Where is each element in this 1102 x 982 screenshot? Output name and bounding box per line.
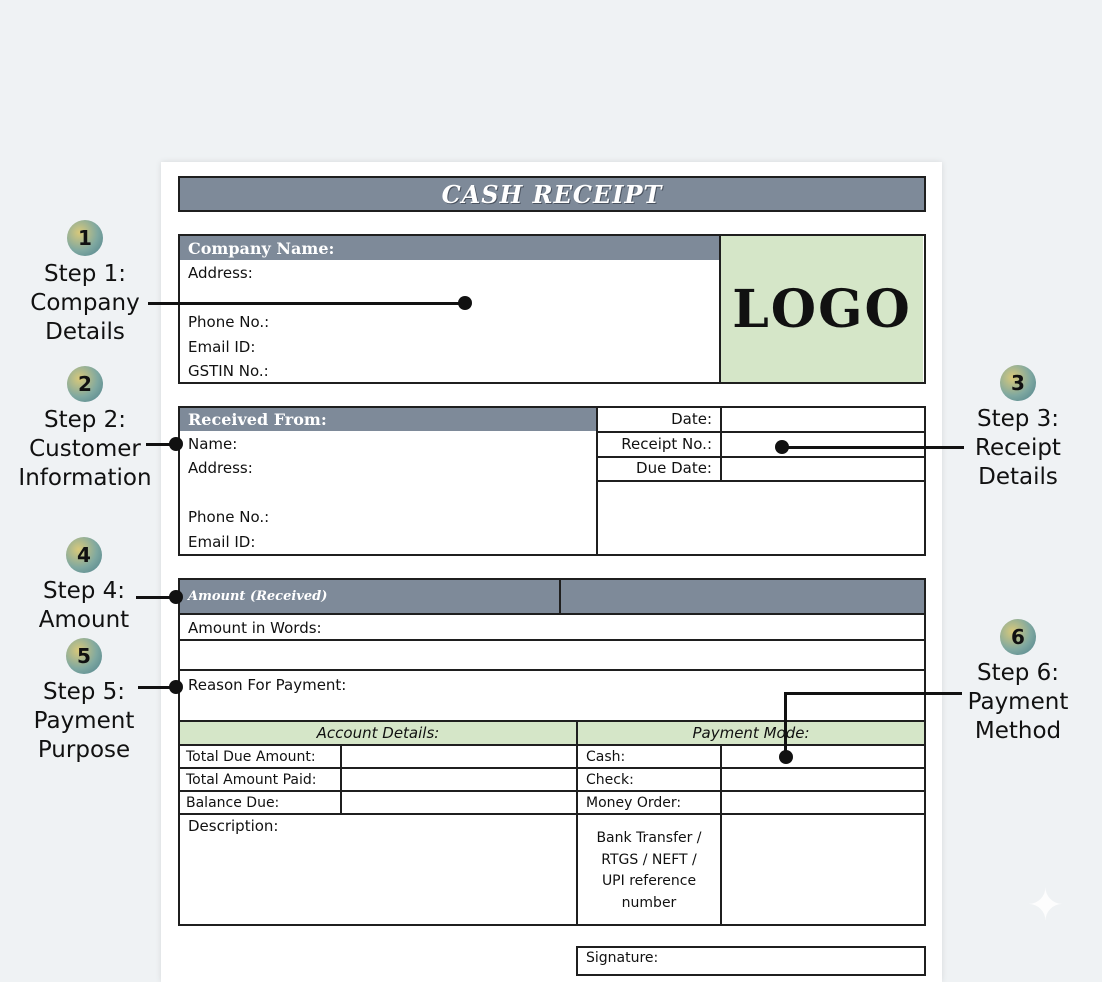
step-1-badge: 1 (67, 220, 103, 256)
step-2-connector (146, 443, 176, 446)
step-3-connector (782, 446, 964, 449)
bank-transfer-line-1: Bank Transfer / (596, 830, 702, 846)
receipt-details-rule-1 (598, 431, 924, 433)
company-phone-label: Phone No.: (188, 313, 270, 331)
payment-mode-header: Payment Mode: (578, 722, 924, 744)
account-column-divider (340, 744, 342, 813)
customer-phone-label: Phone No.: (188, 508, 270, 526)
step-1-line-2: Company (30, 290, 140, 316)
amount-in-words-label: Amount in Words: (188, 619, 322, 637)
logo-placeholder: LOGO (721, 236, 923, 382)
step-6-dot (779, 750, 793, 764)
step-4-callout: 4 Step 4: Amount (24, 537, 144, 635)
step-1-dot (458, 296, 472, 310)
step-6-line-2: Payment (967, 689, 1069, 715)
date-label: Date: (671, 410, 712, 428)
receipt-no-label: Receipt No.: (621, 435, 712, 453)
step-4-connector (136, 596, 176, 599)
bank-transfer-line-2: RTGS / NEFT / (601, 851, 697, 868)
company-email-label: Email ID: (188, 338, 256, 356)
customer-name-label: Name: (188, 435, 238, 453)
amount-rule-3 (180, 669, 924, 671)
step-3-line-3: Details (978, 464, 1058, 490)
account-payment-section (178, 720, 926, 926)
step-4-line-2: Amount (38, 607, 130, 633)
step-1-line-3: Details (45, 319, 125, 345)
step-4-line-1: Step 4: (42, 578, 126, 604)
step-5-callout: 5 Step 5: Payment Purpose (24, 638, 144, 765)
receipt-title: CASH RECEIPT (178, 176, 926, 212)
customer-email-label: Email ID: (188, 533, 256, 551)
money-order-label: Money Order: (586, 795, 682, 811)
balance-due-label: Balance Due: (186, 795, 280, 811)
account-payment-divider (576, 722, 578, 924)
step-2-badge: 2 (67, 366, 103, 402)
bank-transfer-line-3: UPI reference (601, 873, 697, 889)
step-6-line-1: Step 6: (976, 660, 1060, 686)
step-2-dot (169, 437, 183, 451)
step-6-badge: 6 (1000, 619, 1036, 655)
step-4-badge: 4 (66, 537, 102, 573)
cash-label: Cash: (586, 749, 626, 765)
amount-header-divider (559, 580, 561, 613)
customer-section (178, 406, 926, 556)
step-2-line-2: Customer (29, 436, 141, 462)
account-rule-2 (180, 767, 924, 769)
step-6-callout: 6 Step 6: Payment Method (958, 619, 1078, 746)
account-rule-3 (180, 790, 924, 792)
payment-column-divider (720, 744, 722, 924)
amount-received-header: Amount (Received) (180, 580, 924, 613)
step-6-line-3: Method (974, 718, 1062, 744)
description-label: Description: (188, 817, 279, 835)
step-3-dot (775, 440, 789, 454)
step-3-callout: 3 Step 3: Receipt Details (960, 365, 1076, 492)
step-4-dot (169, 590, 183, 604)
step-3-line-1: Step 3: (976, 406, 1060, 432)
step-1-line-1: Step 1: (43, 261, 127, 287)
step-5-connector (138, 686, 176, 689)
amount-rule-1 (180, 613, 924, 615)
step-6-connector-vertical (784, 692, 787, 756)
company-gstin-label: GSTIN No.: (188, 362, 269, 380)
signature-label: Signature: (586, 950, 659, 966)
step-5-line-2: Payment (33, 708, 135, 734)
check-label: Check: (586, 772, 634, 788)
step-2-line-3: Information (18, 465, 152, 491)
step-2-line-1: Step 2: (43, 407, 127, 433)
amount-rule-2 (180, 639, 924, 641)
receipt-details-rule-2 (598, 456, 924, 458)
step-2-callout: 2 Step 2: Customer Information (14, 366, 156, 493)
customer-divider (596, 408, 598, 554)
step-3-badge: 3 (1000, 365, 1036, 401)
step-1-callout: 1 Step 1: Company Details (20, 220, 150, 347)
step-5-badge: 5 (66, 638, 102, 674)
total-due-amount-label: Total Due Amount: (186, 749, 316, 765)
account-rule-4 (180, 813, 924, 815)
sparkle-icon: ✦ (1027, 880, 1064, 931)
total-amount-paid-label: Total Amount Paid: (186, 772, 317, 788)
company-address-label: Address: (188, 264, 253, 282)
step-5-dot (169, 680, 183, 694)
company-divider (719, 236, 721, 382)
step-6-connector (784, 692, 962, 695)
amount-received-label: Amount (Received) (188, 589, 328, 604)
step-5-line-3: Purpose (37, 737, 131, 763)
account-rule-1 (180, 744, 924, 746)
receipt-details-rule-3 (598, 480, 924, 482)
customer-address-label: Address: (188, 459, 253, 477)
company-name-header: Company Name: (180, 236, 720, 260)
company-section (178, 234, 926, 384)
receipt-details-divider (720, 408, 722, 480)
step-3-line-2: Receipt (975, 435, 1061, 461)
received-from-header: Received From: (180, 408, 596, 431)
bank-transfer-line-4: number (621, 894, 677, 911)
step-1-connector (148, 302, 466, 305)
bank-transfer-label: Bank Transfer / RTGS / NEFT / UPI refere… (580, 828, 718, 914)
reason-for-payment-label: Reason For Payment: (188, 676, 347, 694)
due-date-label: Due Date: (636, 459, 712, 477)
account-details-header: Account Details: (180, 722, 576, 744)
step-5-line-1: Step 5: (42, 679, 126, 705)
